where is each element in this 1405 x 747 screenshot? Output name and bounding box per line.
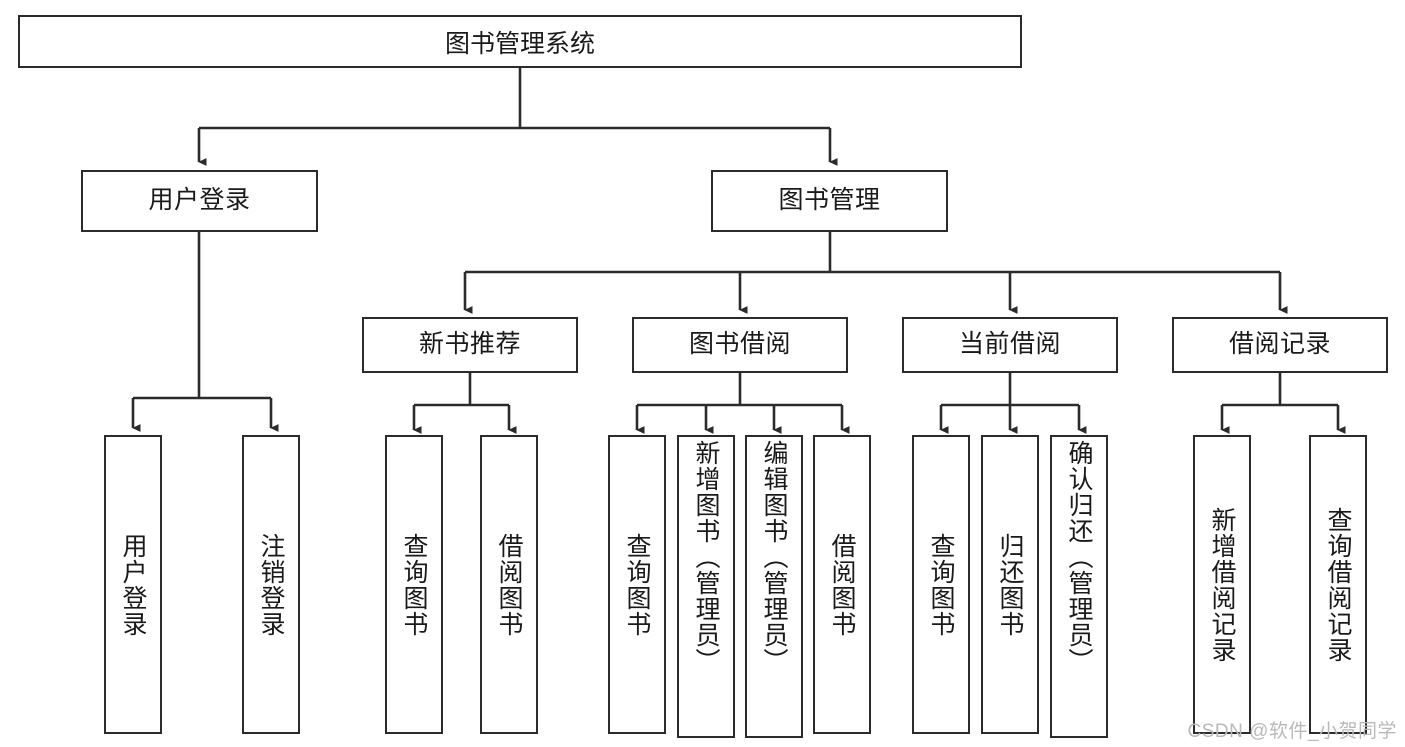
node-borrow-record-label: 借阅记录 xyxy=(1228,330,1331,359)
leaf-query-book-1[interactable]: 查询图书 xyxy=(385,435,443,734)
leaf-query-book-2[interactable]: 查询图书 xyxy=(608,435,666,734)
node-book-management[interactable]: 图书管理 xyxy=(711,170,948,232)
node-root-label: 图书管理系统 xyxy=(444,29,595,58)
leaf-return-book-label: 归还图书 xyxy=(996,532,1024,637)
node-book-management-label: 图书管理 xyxy=(778,186,881,215)
leaf-confirm-return-admin[interactable]: 确认归还（管理员） xyxy=(1050,435,1108,738)
leaf-query-borrow-record-label: 查询借阅记录 xyxy=(1324,506,1352,663)
leaf-borrow-book-2[interactable]: 借阅图书 xyxy=(813,435,871,734)
leaf-query-book-1-label: 查询图书 xyxy=(400,532,428,637)
leaf-add-borrow-record[interactable]: 新增借阅记录 xyxy=(1193,435,1251,734)
leaf-add-book-admin[interactable]: 新增图书（管理员） xyxy=(677,435,735,738)
node-borrow-record[interactable]: 借阅记录 xyxy=(1172,317,1388,373)
leaf-logout-login[interactable]: 注销登录 xyxy=(242,435,300,734)
leaf-logout-login-label: 注销登录 xyxy=(257,532,285,637)
leaf-edit-book-admin-label: 编辑图书（管理员） xyxy=(760,440,788,674)
node-current-borrow[interactable]: 当前借阅 xyxy=(902,317,1118,373)
node-user-login[interactable]: 用户登录 xyxy=(81,170,318,232)
node-root[interactable]: 图书管理系统 xyxy=(18,15,1022,68)
node-user-login-label: 用户登录 xyxy=(148,186,251,215)
leaf-query-borrow-record[interactable]: 查询借阅记录 xyxy=(1309,435,1367,734)
node-book-borrow-label: 图书借阅 xyxy=(688,330,791,359)
watermark: CSDN @软件_小贺同学 xyxy=(1187,721,1397,742)
node-current-borrow-label: 当前借阅 xyxy=(958,330,1061,359)
leaf-query-book-2-label: 查询图书 xyxy=(623,532,651,637)
leaf-user-login-label: 用户登录 xyxy=(119,532,147,637)
node-new-book-recommend-label: 新书推荐 xyxy=(418,330,521,359)
leaf-borrow-book-1[interactable]: 借阅图书 xyxy=(480,435,538,734)
leaf-user-login[interactable]: 用户登录 xyxy=(104,435,162,734)
node-new-book-recommend[interactable]: 新书推荐 xyxy=(362,317,578,373)
leaf-confirm-return-admin-label: 确认归还（管理员） xyxy=(1065,440,1093,674)
leaf-add-borrow-record-label: 新增借阅记录 xyxy=(1208,506,1236,663)
leaf-borrow-book-1-label: 借阅图书 xyxy=(495,532,523,637)
leaf-add-book-admin-label: 新增图书（管理员） xyxy=(692,440,720,674)
leaf-query-book-3-label: 查询图书 xyxy=(927,532,955,637)
leaf-return-book[interactable]: 归还图书 xyxy=(981,435,1039,734)
leaf-borrow-book-2-label: 借阅图书 xyxy=(828,532,856,637)
leaf-query-book-3[interactable]: 查询图书 xyxy=(912,435,970,734)
node-book-borrow[interactable]: 图书借阅 xyxy=(632,317,848,373)
leaf-edit-book-admin[interactable]: 编辑图书（管理员） xyxy=(745,435,803,738)
